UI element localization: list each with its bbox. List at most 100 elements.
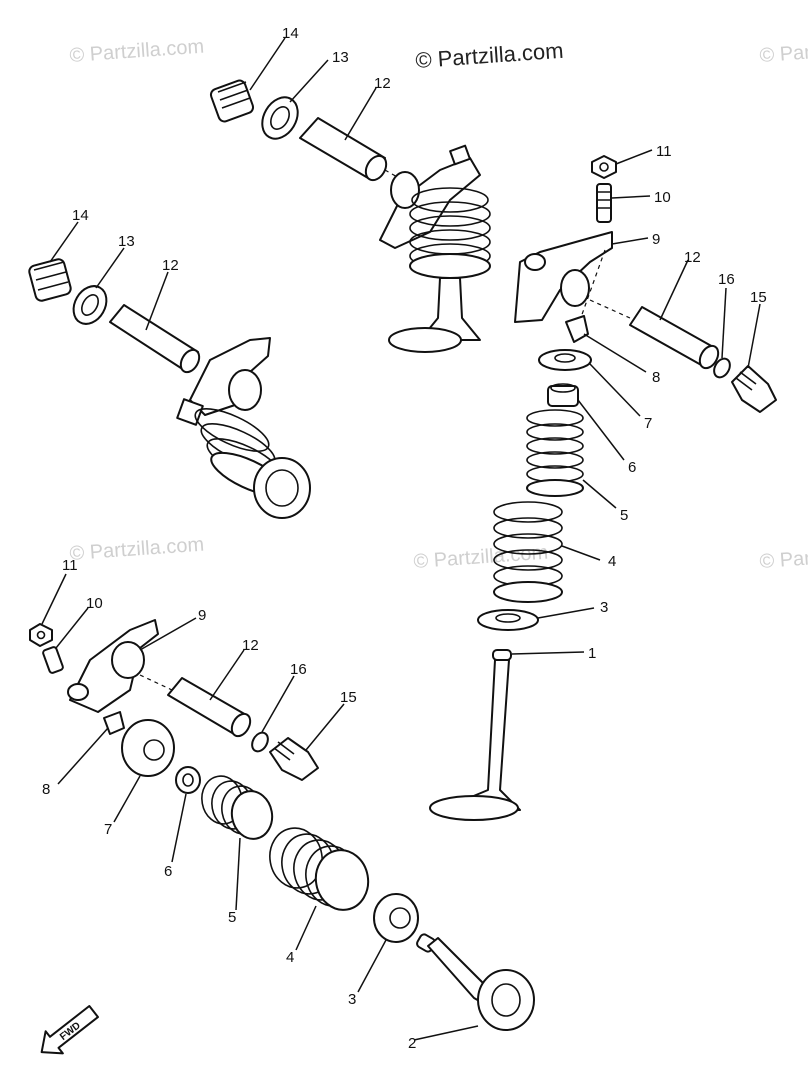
callout-6-bottom: 6 [164, 863, 172, 880]
callout-12-top: 12 [374, 75, 391, 92]
callout-12-left: 12 [162, 257, 179, 274]
callout-13-left: 13 [118, 233, 135, 250]
callout-8-right: 8 [652, 369, 660, 386]
callout-11-right: 11 [656, 143, 672, 160]
outer-spring-4-bottom [269, 827, 370, 911]
callout-3-right: 3 [600, 599, 608, 616]
plug-14-left [28, 258, 72, 302]
o-ring-16-right [713, 357, 731, 379]
watermark-mid-right: © Partzilla.com [759, 542, 808, 573]
leader-12-right [659, 259, 689, 321]
valve-1-right [429, 649, 521, 821]
callout-14-left: 14 [72, 207, 89, 224]
callout-9-bottom: 9 [198, 607, 206, 624]
rocker-arm-9-right [514, 231, 613, 323]
leader-16-bottom [261, 675, 295, 733]
adjust-screw-10-bottom [42, 646, 64, 674]
callout-12-bottom: 12 [242, 637, 259, 654]
callout-9-right: 9 [652, 231, 660, 248]
leader-6-bottom [171, 793, 187, 863]
cotter-8-bottom [103, 711, 125, 735]
leader-10-right [611, 195, 651, 199]
rocker-arm-left [176, 337, 271, 426]
leader-9-right [611, 237, 649, 245]
leader-4-right [561, 545, 601, 561]
leader-15-right [747, 303, 761, 369]
callout-14-top: 14 [282, 25, 299, 42]
leader-5-bottom [235, 837, 241, 911]
o-ring-16-bottom [251, 731, 269, 753]
retainer-7-bottom [121, 719, 175, 777]
leader-6-right [577, 399, 625, 461]
callout-6-right: 6 [628, 459, 636, 476]
callout-16-right: 16 [718, 271, 735, 288]
shaft-12-top [299, 117, 388, 182]
leader-7-right [589, 363, 641, 417]
plug-15-bottom [269, 737, 319, 781]
leader-15-bottom [305, 703, 345, 751]
forward-arrow-icon: FWD [40, 1005, 99, 1055]
rocker-arm-top [379, 144, 481, 249]
watermark-top-left: © Partzilla.com [69, 36, 205, 67]
leader-11-bottom [41, 573, 67, 625]
leader-8-bottom [57, 727, 109, 785]
retainer-7-right [538, 349, 592, 371]
leader-5-right [582, 479, 617, 509]
callout-15-bottom: 15 [340, 689, 357, 706]
callout-4-right: 4 [608, 553, 616, 570]
leader-1-right [511, 651, 585, 655]
callout-8-bottom: 8 [42, 781, 50, 798]
leader-13-top [289, 59, 329, 103]
callout-5-bottom: 5 [228, 909, 236, 926]
watermark-top-center: © Partzilla.com [415, 38, 565, 73]
callout-3-bottom: 3 [348, 991, 356, 1008]
watermark-mid-left: © Partzilla.com [69, 534, 205, 565]
shaft-12-bottom [167, 677, 252, 738]
nut-11-bottom [29, 623, 53, 647]
callout-5-right: 5 [620, 507, 628, 524]
outer-spring-4-right [493, 501, 563, 603]
callout-15-right: 15 [750, 289, 767, 306]
callout-11-bottom: 11 [62, 557, 78, 574]
callout-7-right: 7 [644, 415, 652, 432]
callout-7-bottom: 7 [104, 821, 112, 838]
valve-2-bottom [416, 933, 535, 1031]
callout-2-bottom: 2 [408, 1035, 416, 1052]
callout-13-top: 13 [332, 49, 349, 66]
shaft-12-left [109, 304, 201, 374]
inner-spring-5-bottom [201, 775, 274, 840]
callout-10-bottom: 10 [86, 595, 103, 612]
leader-3-bottom [357, 939, 387, 993]
rocker-arm-9-bottom [67, 619, 159, 713]
callout-16-bottom: 16 [290, 661, 307, 678]
valve-left [253, 457, 311, 519]
plug-15-right [731, 365, 777, 413]
valve-top [388, 277, 481, 353]
adjust-screw-10-right [596, 183, 612, 223]
nut-11-right [591, 155, 617, 179]
callout-1-right: 1 [588, 645, 596, 662]
leader-14-left [49, 221, 79, 263]
leader-11-right [615, 149, 653, 165]
leader-14-top [249, 37, 286, 91]
inner-spring-5-right [526, 409, 584, 497]
shaft-12-right [629, 306, 720, 370]
spring-top [409, 187, 491, 279]
watermark-mid-center: © Partzilla.com [413, 542, 549, 573]
leader-7-bottom [113, 775, 141, 823]
leader-16-right [721, 287, 727, 359]
seal-6-bottom [175, 766, 201, 794]
seat-3-right [477, 609, 539, 631]
cotter-8-right [565, 315, 589, 343]
leader-4-bottom [295, 905, 317, 951]
leader-9-bottom [139, 617, 197, 651]
callout-10-right: 10 [654, 189, 671, 206]
plug-14-top [209, 79, 255, 123]
leader-8-right [583, 333, 647, 373]
callout-12-right: 12 [684, 249, 701, 266]
washer-13-top [261, 96, 299, 140]
leader-12-left [145, 271, 169, 331]
leader-3-right [537, 607, 595, 619]
axis-line-right [589, 299, 631, 319]
